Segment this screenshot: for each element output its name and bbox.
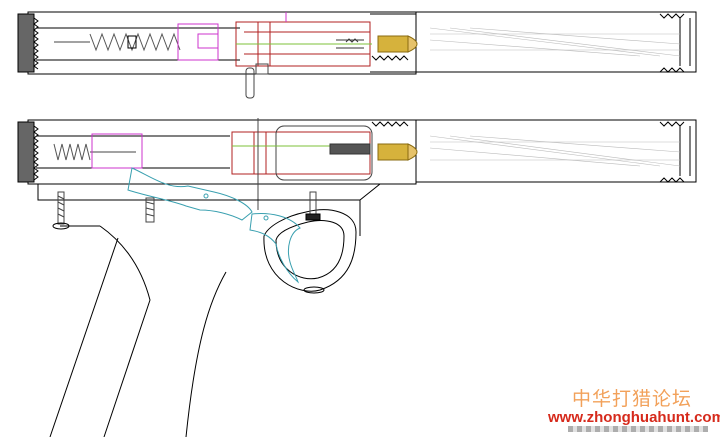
watermark-url: www.zhonghuahunt.com bbox=[548, 409, 720, 426]
rifling-lower bbox=[429, 135, 681, 167]
grip bbox=[60, 225, 227, 437]
upper-view bbox=[17, 11, 697, 99]
end-cap-lower bbox=[17, 121, 35, 183]
sear-linkage bbox=[127, 167, 253, 221]
rifling-upper bbox=[429, 27, 681, 57]
trigger bbox=[249, 213, 301, 284]
end-cap-upper bbox=[17, 13, 35, 73]
cocking-handle-upper bbox=[245, 67, 255, 99]
frame-outline bbox=[37, 183, 381, 201]
cartridge-lower bbox=[377, 143, 409, 161]
frame bbox=[37, 167, 381, 437]
cap-threads-upper bbox=[33, 17, 39, 70]
lower-view bbox=[17, 118, 697, 210]
trigger-guard bbox=[263, 209, 357, 292]
barrel-lower bbox=[415, 119, 697, 183]
watermark-underline bbox=[568, 426, 708, 432]
receiver-upper bbox=[27, 11, 417, 75]
cartridge-upper bbox=[377, 35, 409, 53]
cap-threads-lower bbox=[33, 125, 39, 181]
hammer-lower bbox=[91, 133, 143, 169]
hammer-spring-lower bbox=[53, 143, 91, 161]
watermark-site-name: 中华打猎论坛 bbox=[572, 388, 693, 410]
hammer-spring-upper bbox=[89, 32, 181, 52]
